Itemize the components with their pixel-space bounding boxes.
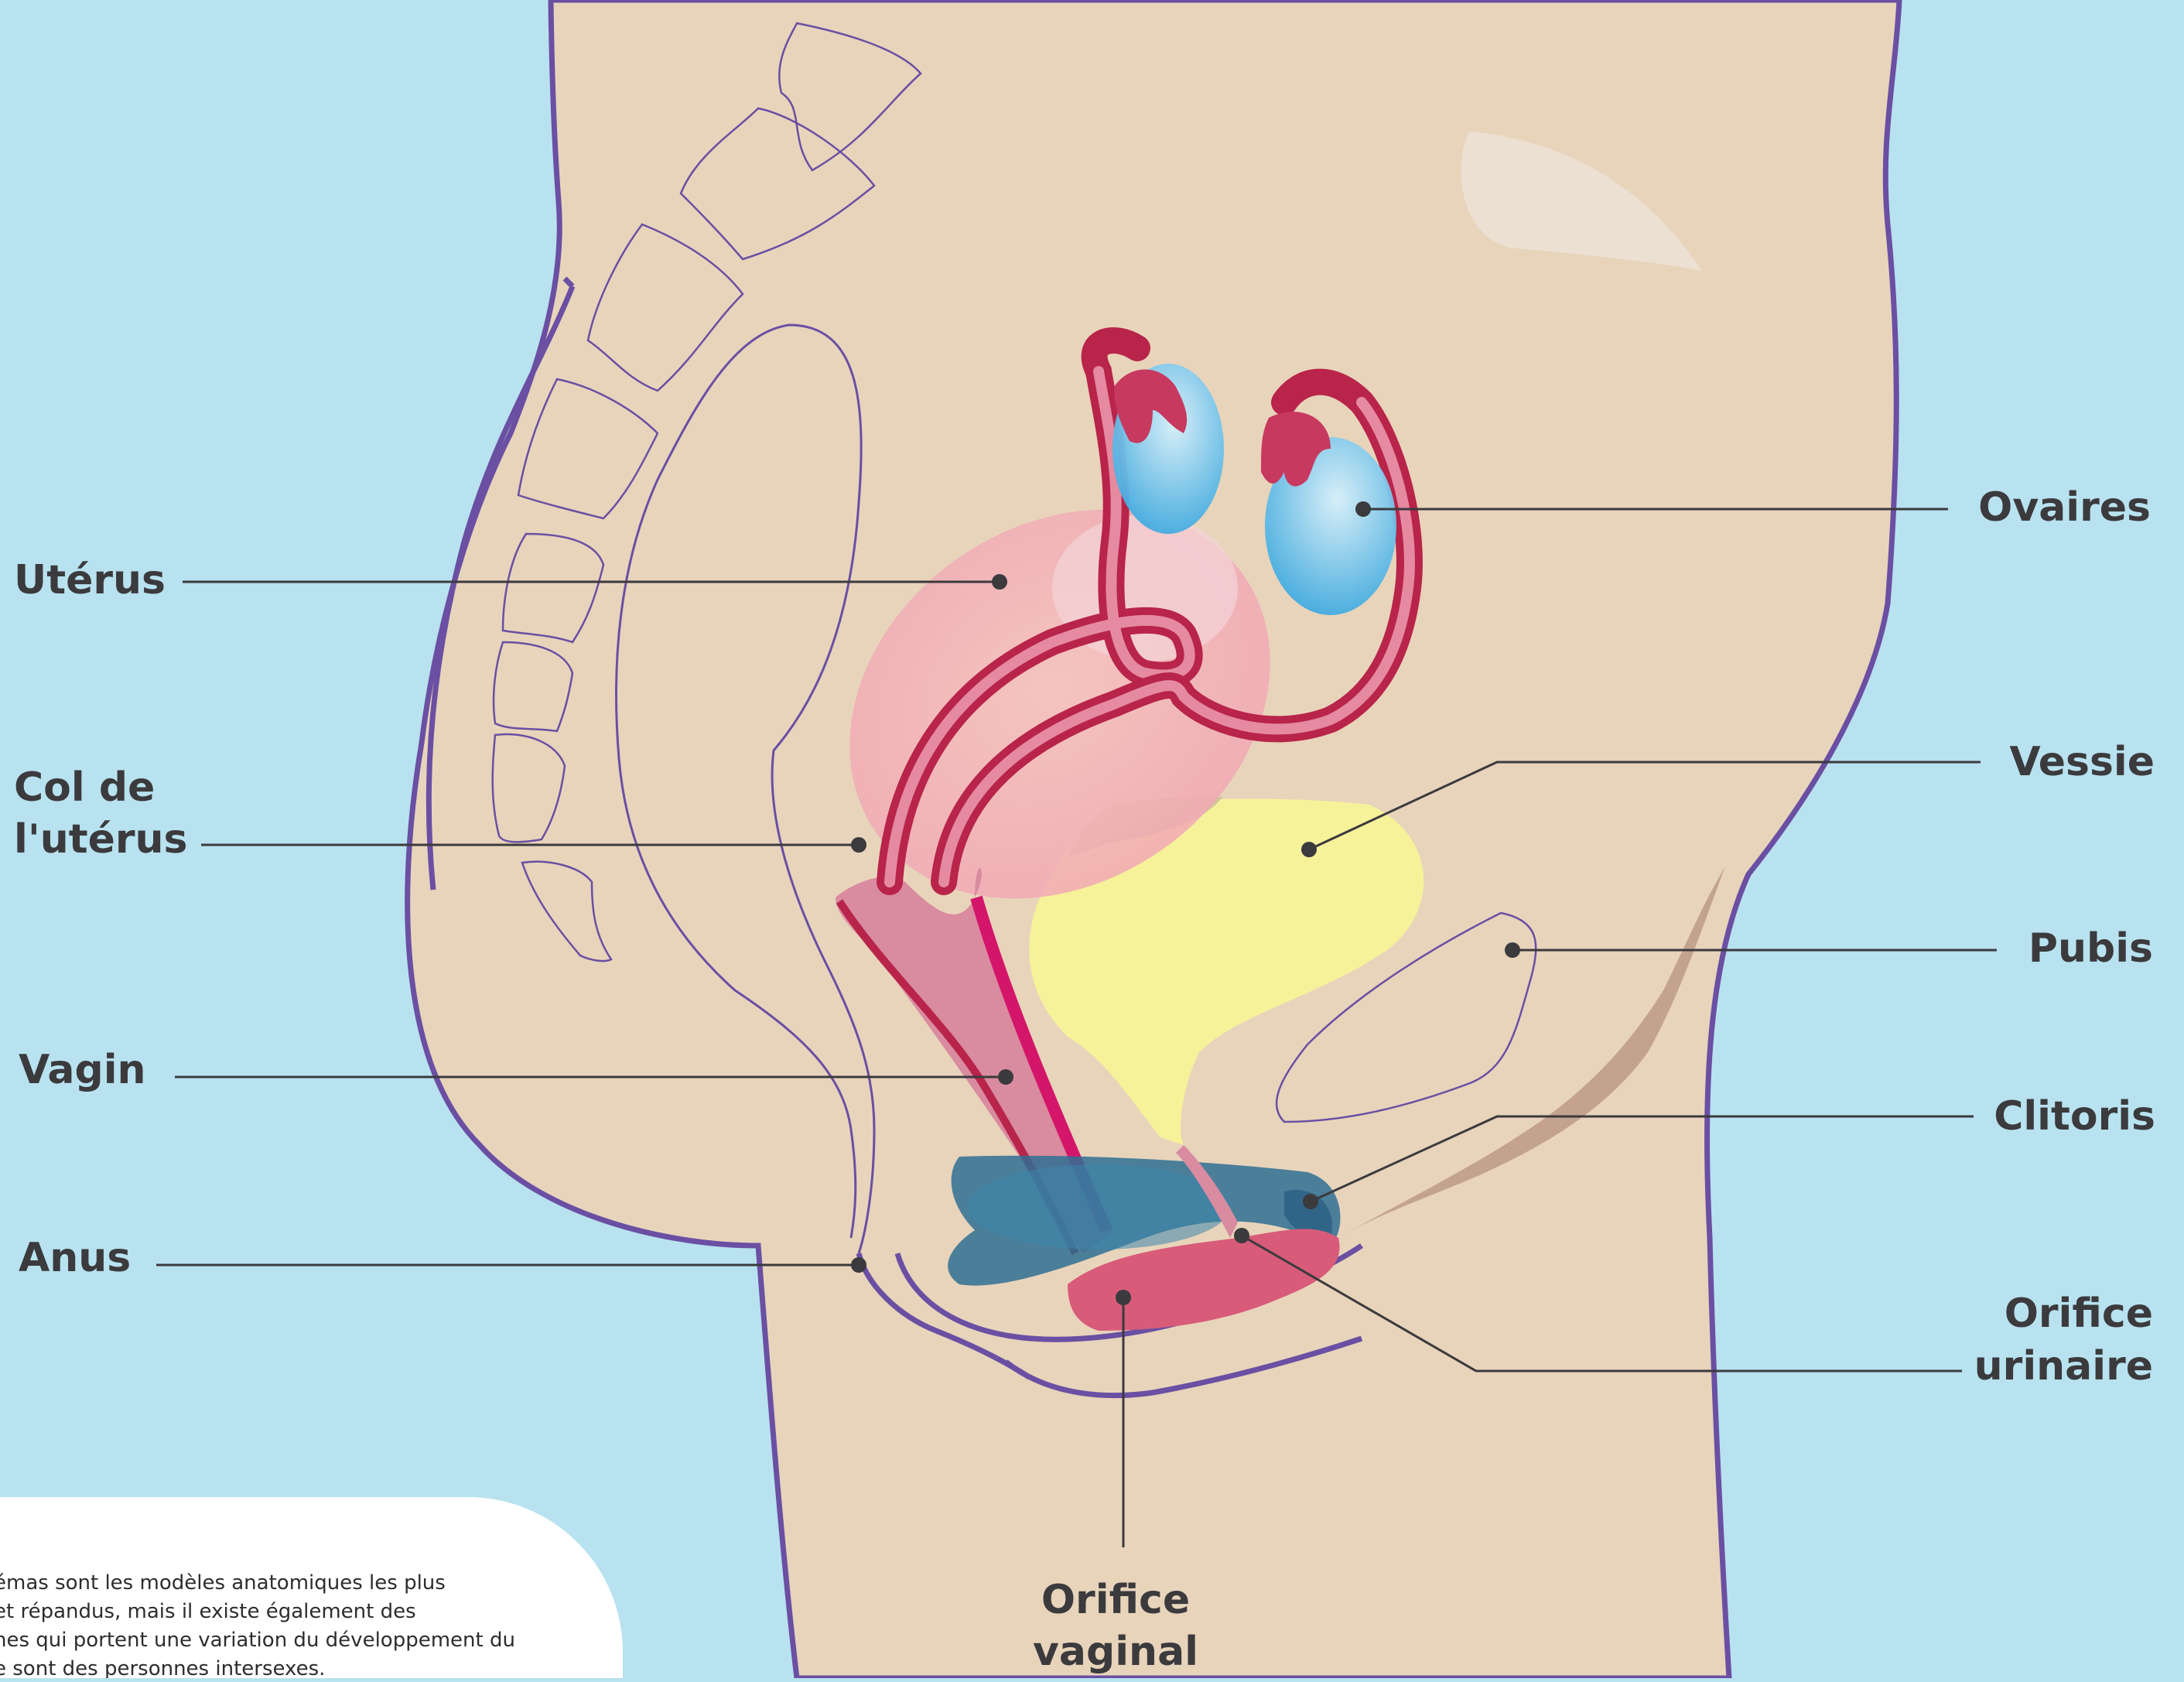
label-col-line2: l'utérus [14, 814, 188, 865]
label-clitoris: Clitoris [1994, 1091, 2155, 1142]
label-pubis: Pubis [2028, 923, 2153, 974]
label-anus: Anus [19, 1232, 131, 1284]
label-orifice-vaginal-line2: vaginal [1000, 1626, 1232, 1677]
label-ovaires: Ovaires [1978, 482, 2151, 533]
label-vagin: Vagin [19, 1044, 146, 1096]
note-line-3: nes qui portent une variation du dévelop… [0, 1629, 515, 1652]
label-vessie: Vessie [2009, 737, 2155, 788]
label-orifice-urinaire-line2: urinaire [1974, 1341, 2153, 1392]
info-note-card: émas sont les modèles anatomiques les pl… [0, 1497, 623, 1678]
label-orifice-vaginal-line1: Orifice [1000, 1574, 1232, 1626]
label-col-line1: Col de [14, 762, 155, 813]
label-orifice-urinaire-line1: Orifice [2005, 1288, 2153, 1339]
note-line-1: émas sont les modèles anatomiques les pl… [0, 1571, 446, 1595]
note-line-2: et répandus, mais il existe également de… [0, 1600, 416, 1623]
info-note-text: émas sont les modèles anatomiques les pl… [0, 1569, 566, 1678]
label-uterus: Utérus [14, 555, 166, 606]
note-line-4: e sont des personnes intersexes. [0, 1657, 325, 1678]
